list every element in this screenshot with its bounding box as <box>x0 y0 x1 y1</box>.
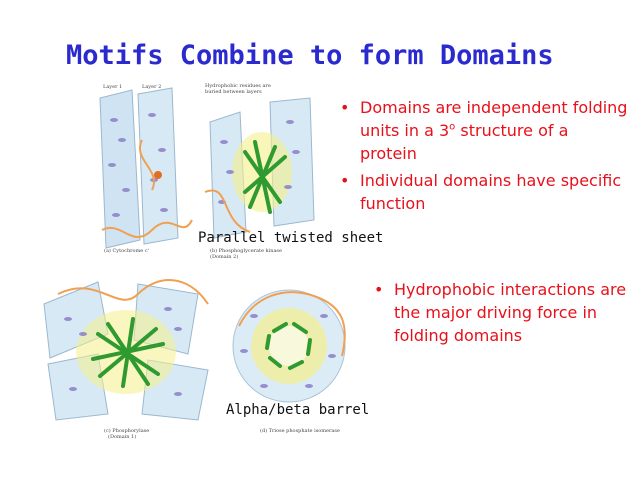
bullet-hydrophobic: Hydrophobic interactions are the major d… <box>372 278 628 347</box>
bullet-text: Hydrophobic interactions are the major d… <box>394 280 627 345</box>
label-fig-b-2: (Domain 2) <box>210 254 239 260</box>
label-hydrophobic-note-1: Hydrophobic residues are <box>205 83 271 89</box>
label-fig-d: (d) Triose phosphate isomerase <box>260 428 340 434</box>
label-fig-c-2: (Domain 1) <box>108 434 137 440</box>
label-fig-a: (a) Cytochrome c' <box>104 248 150 254</box>
label-layer1: Layer 1 <box>103 84 123 90</box>
degree-superscript: o <box>449 121 456 133</box>
barrel-illustration <box>232 289 346 403</box>
figure-cytochrome <box>92 80 202 255</box>
bullet-specific-function: Individual domains have specific functio… <box>338 169 628 215</box>
bullet-text-continued: structure of a protein <box>360 121 569 163</box>
phosphorylase-illustration <box>43 279 209 421</box>
label-fig-b-1: (b) Phosphoglycerate kinase <box>210 248 282 254</box>
slide-title: Motifs Combine to form Domains <box>66 40 554 71</box>
bottom-bullet-list: Hydrophobic interactions are the major d… <box>372 278 628 347</box>
label-fig-c-1: (c) Phosphorylase <box>104 428 150 434</box>
label-hydrophobic-note-2: buried between layers <box>205 89 262 95</box>
label-layer2: Layer 2 <box>142 84 162 90</box>
figure-triose-phosphate-isomerase <box>224 286 354 406</box>
bullet-text: Domains are independent folding units in… <box>360 98 628 140</box>
cytochrome-illustration <box>99 87 193 249</box>
figure-phosphorylase <box>38 274 218 424</box>
bullet-text: Individual domains have specific functio… <box>360 171 622 213</box>
bullet-domains-independent: Domains are independent folding units in… <box>338 96 628 165</box>
top-bullet-list: Domains are independent folding units in… <box>338 96 628 219</box>
figure-phosphoglycerate-kinase <box>200 92 330 242</box>
caption-alpha-beta-barrel: Alpha/beta barrel <box>226 402 370 418</box>
caption-parallel-twisted-sheet: Parallel twisted sheet <box>198 230 384 246</box>
kinase-illustration <box>204 97 315 239</box>
